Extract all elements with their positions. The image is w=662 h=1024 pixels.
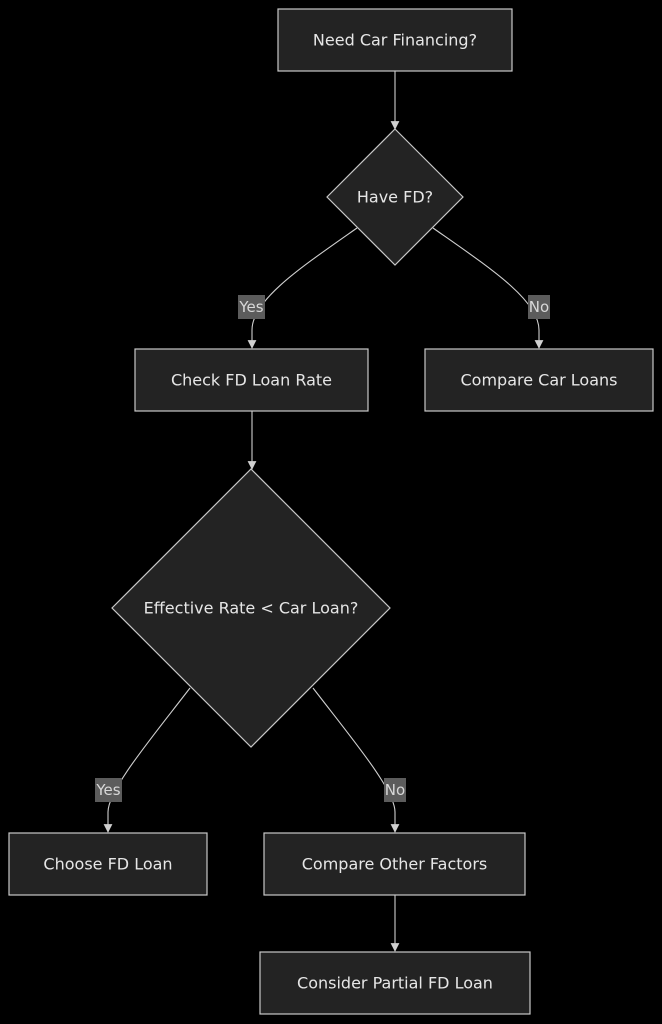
svg-text:Yes: Yes — [238, 298, 263, 316]
node-consider-partial-fd-loan: Consider Partial FD Loan — [259, 951, 531, 1015]
svg-text:No: No — [529, 298, 549, 316]
edge-havefd-yes — [247, 227, 358, 349]
edge-effective-no — [312, 687, 400, 833]
nodes: Need Car Financing? Have FD? Check FD Lo… — [8, 8, 654, 1015]
svg-text:Need Car Financing?: Need Car Financing? — [313, 31, 477, 50]
svg-text:Have FD?: Have FD? — [357, 188, 433, 207]
svg-text:Compare Other Factors: Compare Other Factors — [302, 855, 488, 874]
svg-text:Compare Car Loans: Compare Car Loans — [460, 371, 617, 390]
svg-text:Consider Partial FD Loan: Consider Partial FD Loan — [297, 974, 493, 993]
edges — [103, 71, 544, 952]
svg-text:Choose FD Loan: Choose FD Loan — [43, 855, 172, 874]
svg-text:Yes: Yes — [95, 781, 120, 799]
node-need-car-financing: Need Car Financing? — [277, 8, 513, 72]
decision-have-fd: Have FD? — [326, 128, 464, 266]
edge-labels: Yes No Yes No — [95, 295, 550, 802]
svg-text:Effective Rate < Car Loan?: Effective Rate < Car Loan? — [144, 599, 359, 618]
node-compare-other-factors: Compare Other Factors — [263, 832, 526, 896]
edge-label-yes: Yes — [238, 295, 265, 319]
node-choose-fd-loan: Choose FD Loan — [8, 832, 208, 896]
edge-label-no: No — [528, 295, 550, 319]
svg-text:No: No — [385, 781, 405, 799]
edge-label-yes: Yes — [95, 778, 122, 802]
node-compare-car-loans: Compare Car Loans — [424, 348, 654, 412]
decision-effective-rate: Effective Rate < Car Loan? — [111, 468, 391, 748]
edge-havefd-no — [432, 227, 544, 349]
edge-effective-yes — [103, 687, 191, 833]
edge-label-no: No — [384, 778, 406, 802]
svg-text:Check FD Loan Rate: Check FD Loan Rate — [171, 371, 332, 390]
node-check-fd-loan-rate: Check FD Loan Rate — [134, 348, 369, 412]
